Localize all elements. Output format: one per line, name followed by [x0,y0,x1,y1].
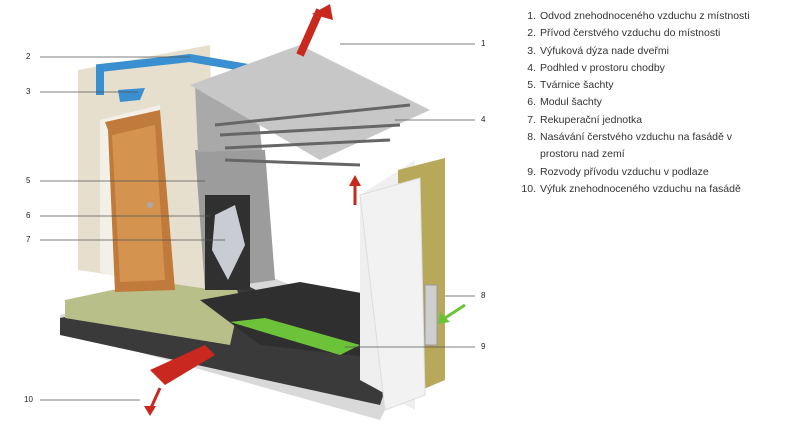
callout-8: 8 [481,291,486,300]
legend-num: 7. [527,113,536,126]
intake-arrow [444,303,466,320]
legend-item: 6. Modul šachty [510,94,770,111]
legend-text: Podhled v prostoru chodby [540,61,665,74]
legend-item: 9. Rozvody přívodu vzduchu v podlaze [510,164,770,181]
callout-4: 4 [481,115,486,124]
exhaust-arrowhead-1 [312,4,333,20]
legend-num: 4. [527,61,536,74]
callout-3: 3 [26,87,31,96]
legend-list: 1. Odvod znehodnoceného vzduchu z místnos… [510,8,770,198]
legend-item: 8. Nasávání čerstvého vzduchu na fasádě v… [510,129,770,164]
legend-num: 5. [527,79,536,92]
legend-item: 3. Výfuková dýza nade dveřmi [510,43,770,60]
callout-7: 7 [26,235,31,244]
legend-text: Přívod čerstvého vzduchu do místnosti [540,27,721,40]
callout-1: 1 [481,39,486,48]
legend-num: 3. [527,44,536,57]
legend-item: 7. Rekuperační jednotka [510,112,770,129]
exhaust-up-arrowhead [349,175,361,186]
legend-num: 8. [527,131,536,144]
floor-supply-duct [230,318,360,355]
exhaust-duct-1 [296,8,324,57]
door-panel [112,125,165,282]
door-handle [147,202,153,208]
facade-outer [359,177,426,411]
legend-item: 2. Přívod čerstvého vzduchu do místnosti [510,25,770,42]
legend-text: Tvárnice šachty [540,79,614,92]
exhaust-arrowhead-10 [144,406,156,416]
floor-dark [200,282,400,360]
facade-intake-grille [424,284,438,346]
heat-exchanger [212,205,245,280]
legend-num: 10. [521,182,536,195]
callout-9: 9 [481,342,486,351]
legend-text: Výfuková dýza nade dveřmi [540,44,669,57]
ceiling-panel [190,45,430,160]
legend-item: 4. Podhled v prostoru chodby [510,60,770,77]
callout-10: 10 [24,395,33,404]
callout-2: 2 [26,52,31,61]
intake-arrowhead [438,312,450,324]
exhaust-nozzle [118,88,145,102]
legend-num: 9. [527,165,536,178]
legend-item: 10. Výfuk znehodnoceného vzduchu na fasád… [510,181,770,198]
legend-text: Nasávání čerstvého vzduchu na fasádě v p… [540,131,733,161]
supply-duct [96,53,261,95]
legend-item: 5. Tvárnice šachty [510,77,770,94]
legend-text: Rozvody přívodu vzduchu v podlaze [540,165,709,178]
legend-item: 1. Odvod znehodnoceného vzduchu z místnos… [510,8,770,25]
callout-lines [40,43,475,401]
legend-text: Modul šachty [540,96,602,109]
legend-num: 6. [527,96,536,109]
callout-6: 6 [26,211,31,220]
facade-exhaust-duct [150,345,215,385]
legend-num: 1. [527,10,536,22]
ceiling-rails [214,103,411,167]
legend-text: Výfuk znehodnoceného vzduchu na fasádě [540,182,741,195]
legend-text: Odvod znehodnoceného vzduchu z místnosti [540,10,750,22]
callout-5: 5 [26,176,31,185]
legend-text: Rekuperační jednotka [540,113,643,126]
legend-num: 2. [527,27,536,40]
